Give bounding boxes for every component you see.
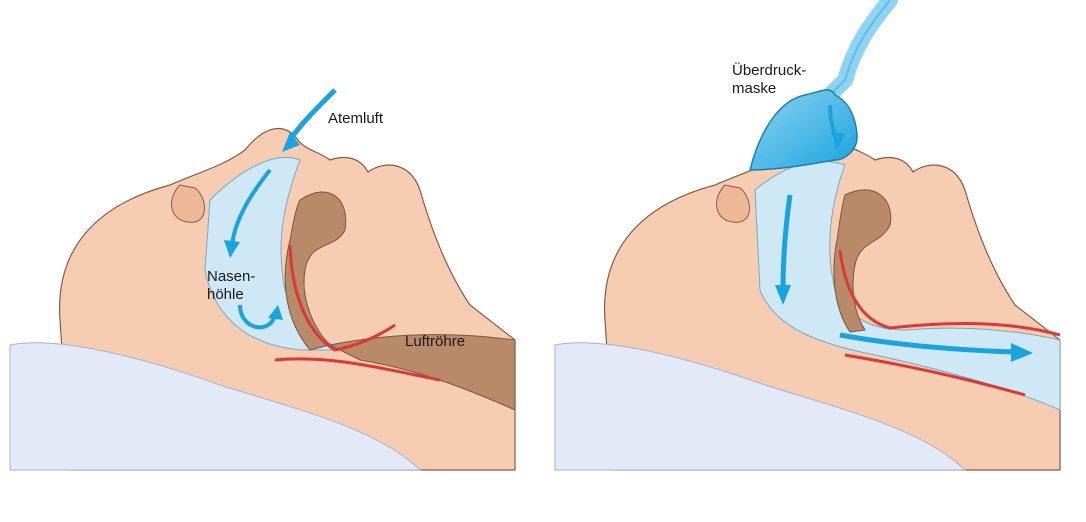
down-arrow-icon (230, 168, 272, 246)
panel-obstructed-airway: Atemluft Nasen- höhle Luftröhre (0, 0, 530, 522)
ear-shape (716, 184, 750, 223)
mask-hose (822, 0, 898, 103)
panel-cpap-open-airway: Überdruck- maske (545, 0, 1086, 522)
label-ueberdruck-line1: Überdruck- (732, 62, 807, 79)
label-ueberdruck-line2: maske (732, 80, 777, 97)
label-atemluft: Atemluft (328, 110, 384, 127)
flow-arrow-icon (839, 332, 1016, 355)
ear-shape (171, 184, 205, 223)
cpap-mask (749, 89, 858, 171)
head-illustration-right (545, 0, 1086, 522)
label-luftroehre: Luftröhre (405, 333, 466, 350)
label-nasenhoehle-line1: Nasen- (207, 268, 256, 285)
down-arrow-icon (780, 194, 793, 291)
curved-return-arrow-icon (238, 304, 277, 330)
label-nasenhoehle-line2: höhle (207, 286, 244, 303)
head-illustration-left (0, 88, 530, 522)
